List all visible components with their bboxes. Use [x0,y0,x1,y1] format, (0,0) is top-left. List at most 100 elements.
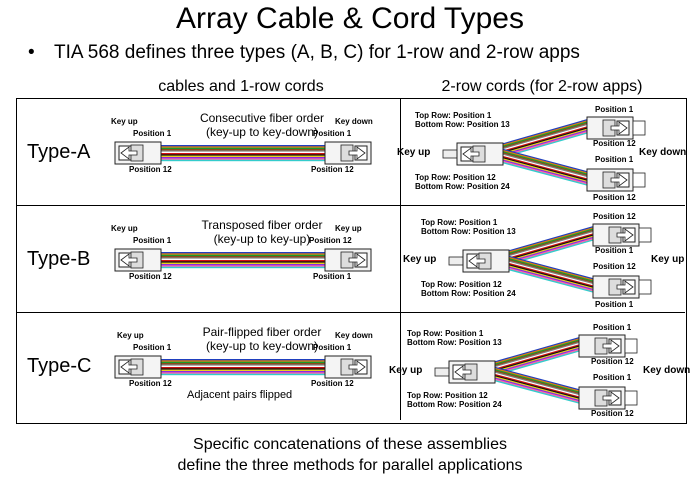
row-type-b: Type-B Transposed fiber order(key-up to … [17,206,685,313]
fiber-strand [498,227,594,256]
column-divider [400,99,401,205]
fiber-strand [161,360,325,362]
column-header-right: 2-row cords (for 2-row apps) [441,78,643,95]
lower-pos-top: Position 1 [593,373,632,382]
fiber-strand [161,254,325,257]
fiber-order-desc: Transposed fiber order(key-up to key-up) [177,218,347,246]
mpo-connector-icon [324,248,372,272]
fiber-strand [484,364,580,391]
fiber-strand [498,262,594,290]
fan-bottom-label: Top Row: Position 12 [407,391,488,400]
mpo-connector-icon [456,142,504,166]
fiber-strand [161,149,325,151]
desc-line2: (key-up to key-up) [213,232,311,246]
fan-key-label: Key up [389,365,423,376]
fiber-strand [161,252,325,254]
fiber-strand [492,123,588,153]
pos12-left: Position 12 [129,272,172,281]
fan-key-right-label: Key up [651,254,685,265]
end-cap-icon [638,279,652,295]
fiber-strand [161,266,325,269]
fiber-strand [161,145,325,147]
pos12-right: Position 12 [311,379,354,388]
upper-pos-bottom: Position 12 [591,357,634,366]
fan-top-label: Top Row: Position 1 [415,111,492,120]
fiber-strand [161,264,325,266]
fiber-strand [161,265,325,267]
row-type-c: Type-C Pair-flipped fiber order(key-up t… [17,313,690,420]
fiber-strand [161,361,325,364]
two-row-fanout-diagram [448,223,652,299]
fiber-strand [498,226,594,255]
fiber-strand [492,119,588,148]
two-row-fanout-diagram [442,116,646,192]
fiber-strand [498,229,594,259]
one-row-cable-diagram [114,248,372,272]
lower-pos-top: Position 1 [595,155,634,164]
upper-pos-top: Position 1 [595,105,634,114]
fiber-strand [161,258,325,261]
connector-arrow [610,121,628,135]
fan-top-label2: Bottom Row: Position 13 [421,227,516,236]
fiber-strand [498,263,594,291]
fiber-strand [161,154,325,156]
one-row-cable-diagram [114,355,372,379]
footer-line1: Specific concatenations of these assembl… [193,436,507,453]
type-label: Type-B [27,248,91,270]
connector-arrow [462,147,480,161]
fiber-strand [161,147,325,150]
desc-line1: Transposed fiber order [201,218,323,232]
fiber-strand [161,372,325,374]
connector-arrow [616,228,634,242]
mpo-connector-icon [324,355,372,379]
fiber-strand [484,374,580,402]
end-cap-icon [638,227,652,243]
mpo-connector-icon [586,168,634,192]
connector-arrow [602,391,620,405]
fiber-strand [492,120,588,149]
fiber-strand [484,377,580,404]
pos12-left: Position 12 [129,379,172,388]
pos12-left: Position 12 [129,165,172,174]
fiber-strand [161,159,325,162]
fiber-strand [492,122,588,152]
fiber-strand [484,344,580,373]
fiber-strand [161,363,325,365]
fiber-strand [161,157,325,159]
fiber-strand [161,262,325,265]
connector-arrow [468,254,486,268]
fan-key-label: Key up [403,254,437,265]
fiber-strand [161,151,325,154]
mpo-connector-icon [586,116,634,140]
pos1-left: Position 1 [133,129,172,138]
connector-arrow [348,253,366,267]
fiber-strand [161,158,325,160]
end-cap-icon [624,338,638,354]
fiber-strand [492,149,588,177]
fiber-strand [161,373,325,376]
fiber-strand [484,339,580,368]
end-cap-icon [632,172,646,188]
fiber-strand [484,341,580,371]
fiber-strand [161,359,325,361]
fiber-strand [492,158,588,185]
connector-arrow [610,173,628,187]
left-key-label: Key up [117,331,144,340]
fiber-strand [161,150,325,152]
fiber-strand [498,254,594,281]
lower-pos-bottom: Position 1 [595,300,634,309]
fan-key-right-label: Key down [643,365,691,376]
fiber-strand [161,146,325,148]
desc-line2: (key-up to key-down) [205,339,319,353]
fan-key-label: Key up [397,147,431,158]
fiber-strand [492,121,588,150]
upper-pos-bottom: Position 1 [595,246,634,255]
fan-bottom-label: Top Row: Position 12 [421,280,502,289]
fiber-strand [484,367,580,395]
page-title: Array Cable & Cord Types [176,2,524,35]
fan-top-label2: Bottom Row: Position 13 [415,120,510,129]
fiber-strand [161,261,325,263]
fiber-strand [492,148,588,175]
fiber-strand [492,152,588,179]
bullet-icon: • [28,42,35,63]
